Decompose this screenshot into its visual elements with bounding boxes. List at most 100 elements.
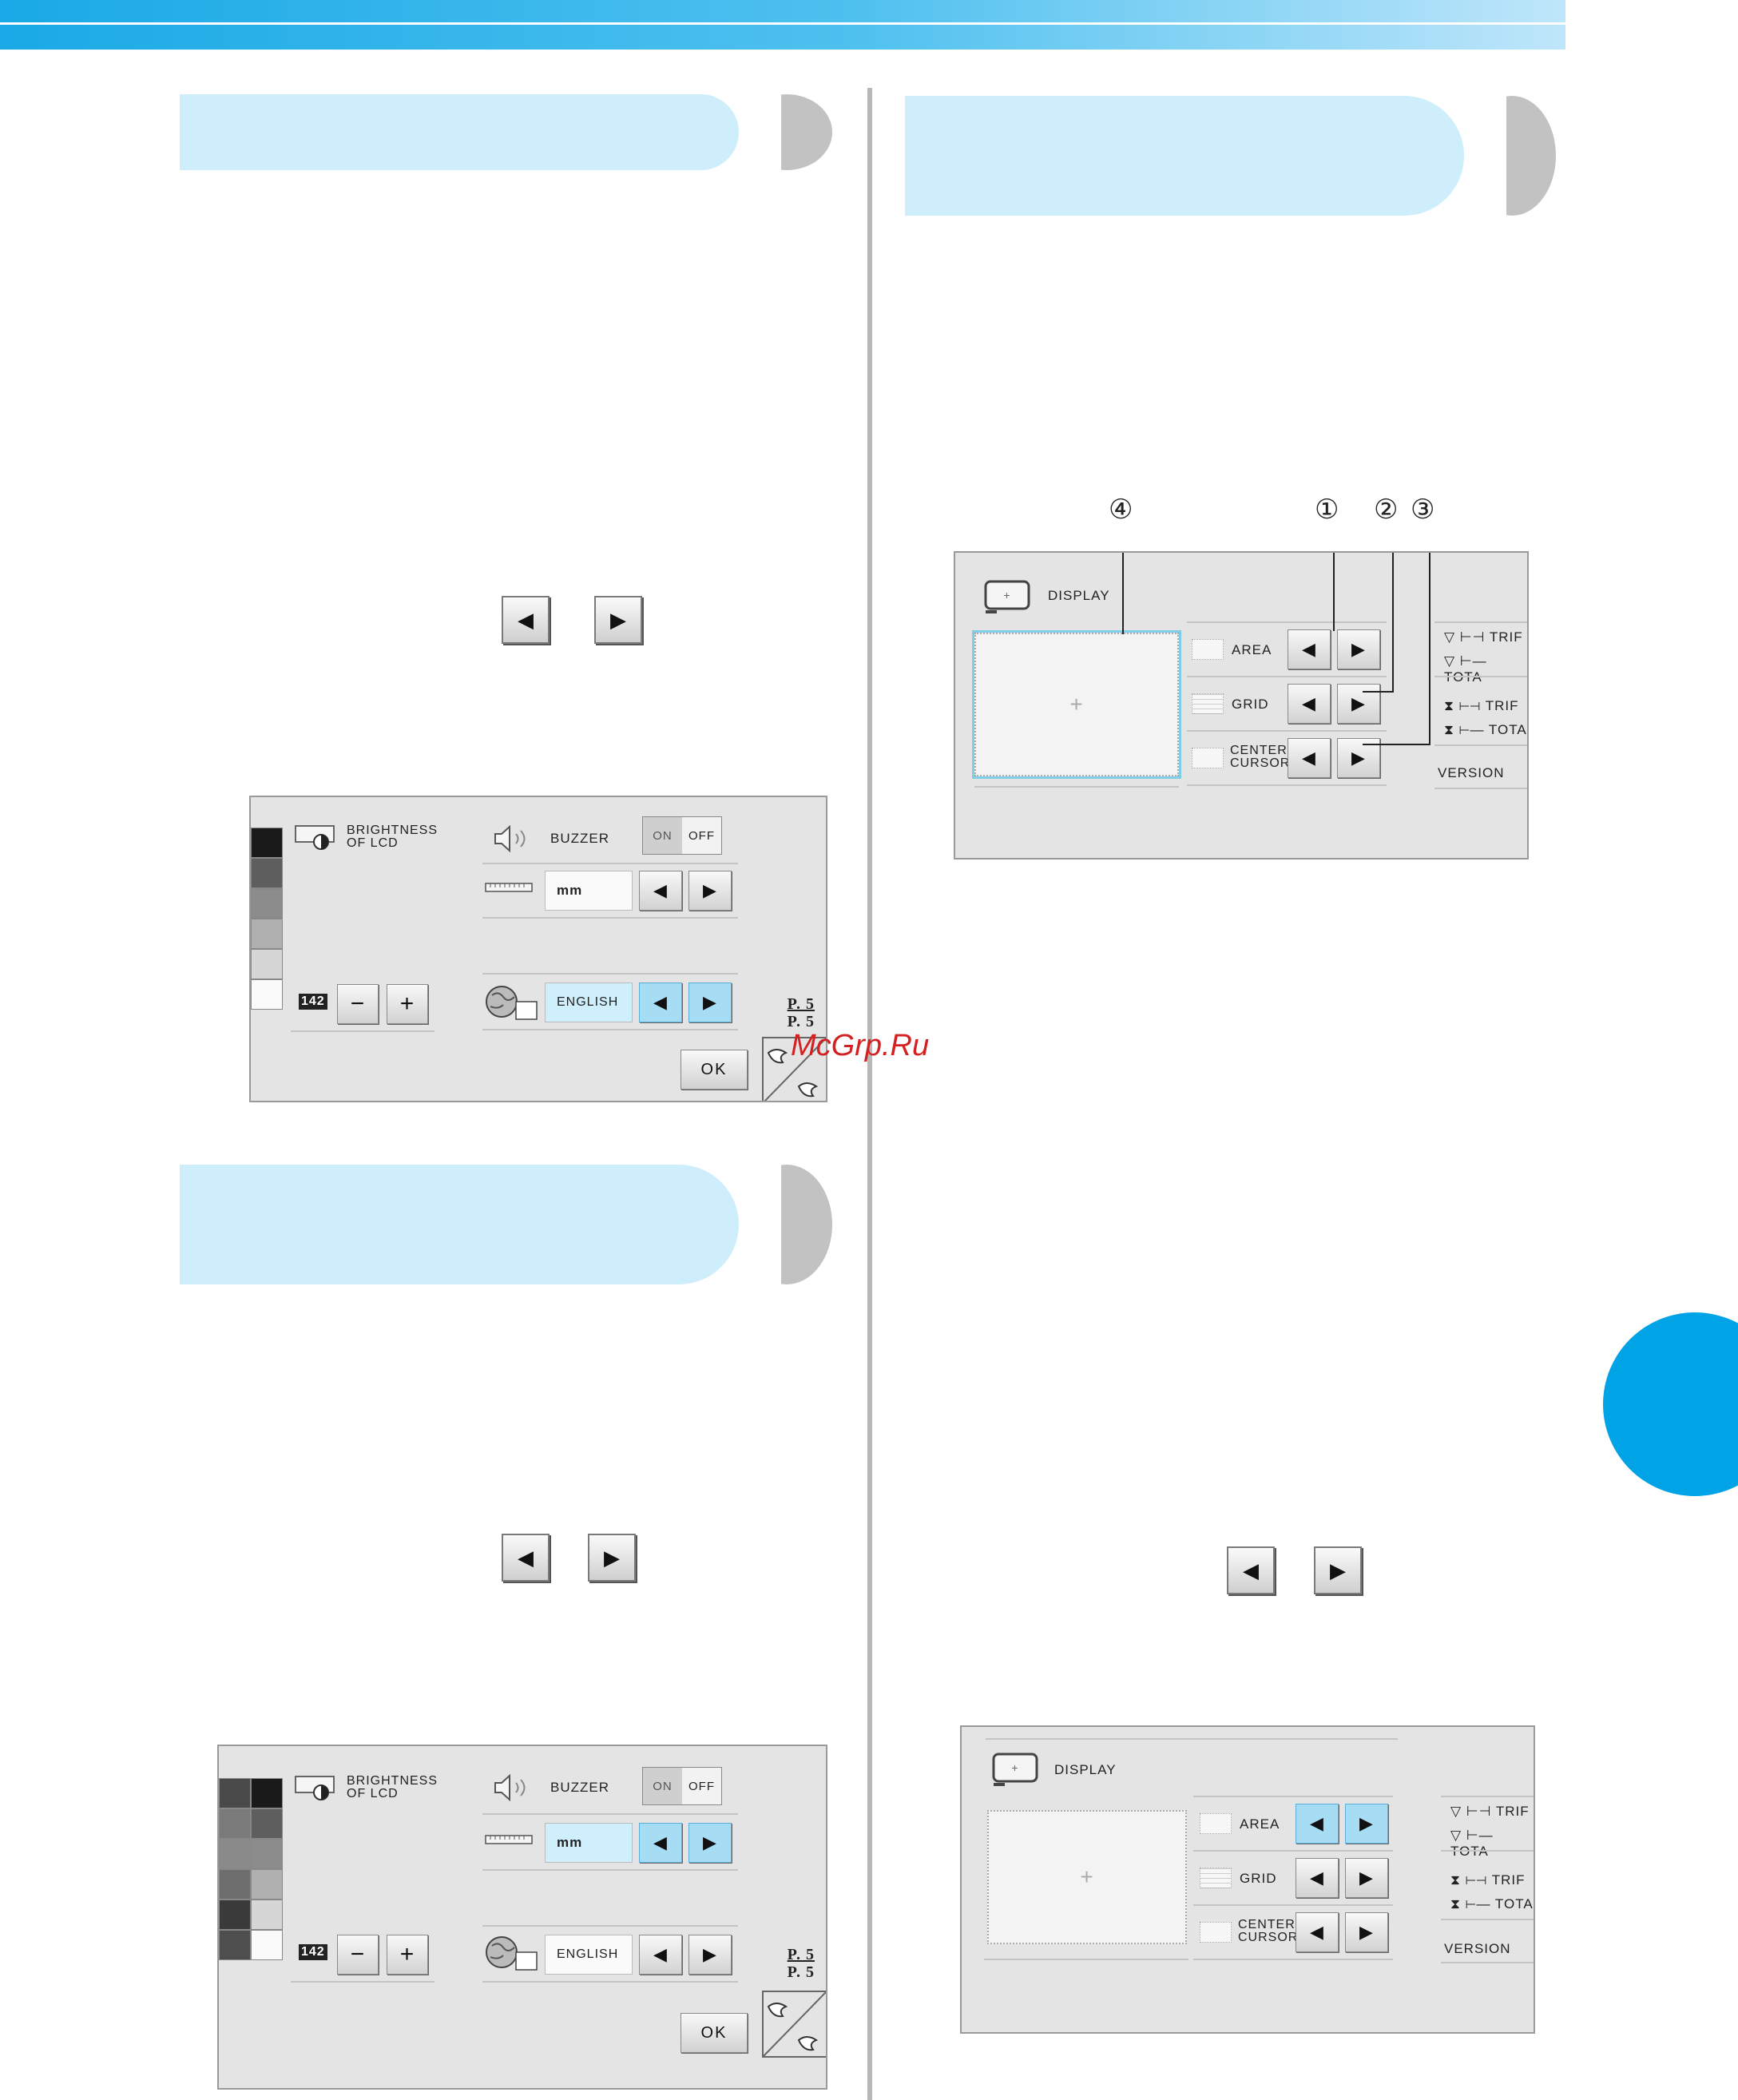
buzzer-toggle[interactable]: ON OFF	[642, 1767, 722, 1805]
brightness-swatch[interactable]	[219, 1778, 251, 1808]
unit-field: mm	[545, 1823, 633, 1863]
total-counter-1: ▽ ⊢— TOTA	[1450, 1828, 1534, 1860]
language-left-button[interactable]: ◀	[639, 1935, 682, 1975]
brightness-label-line1: BRIGHTNESS	[347, 1774, 438, 1788]
unit-right-button[interactable]: ▶	[688, 1823, 732, 1863]
brightness-swatch[interactable]	[251, 1778, 283, 1808]
cursor-left-button[interactable]: ◀	[1296, 1912, 1339, 1952]
brightness-swatch[interactable]	[219, 1900, 251, 1930]
left-arrow-button[interactable]: ◀	[502, 1534, 550, 1582]
language-right-button[interactable]: ▶	[688, 983, 732, 1022]
section-header-bar-3	[905, 96, 1464, 216]
unit-left-button[interactable]: ◀	[639, 1823, 682, 1863]
counter-value: 142	[299, 1944, 327, 1960]
settings-panel-2: BRIGHTNESS OF LCD 142 − + BUZZER ON OFF …	[217, 1745, 827, 2090]
brightness-plus-button[interactable]: +	[387, 1935, 428, 1975]
chapter-tab-circle	[1603, 1312, 1738, 1496]
page-current: P. 5	[787, 995, 815, 1013]
brightness-swatch[interactable]	[219, 1930, 251, 1960]
brightness-swatch[interactable]	[251, 828, 283, 858]
area-right-button[interactable]: ▶	[1337, 629, 1380, 669]
trip-label: TRIF	[1495, 1804, 1530, 1819]
brightness-swatch[interactable]	[251, 949, 283, 979]
page-turn-icon[interactable]	[762, 1037, 827, 1102]
buzzer-off[interactable]: OFF	[688, 1779, 715, 1793]
right-arrow-button[interactable]: ▶	[588, 1534, 636, 1582]
buzzer-on[interactable]: ON	[643, 817, 682, 854]
display-panel-1: + DISPLAY + AREA ◀ ▶ GRID ◀ ▶ CENTER CUR…	[954, 551, 1529, 859]
grid-label: GRID	[1232, 697, 1269, 712]
unit-left-button[interactable]: ◀	[639, 871, 682, 911]
total-counter-1: ▽ ⊢— TOTA	[1444, 653, 1527, 685]
display-panel-2: + DISPLAY + AREA ◀ ▶ GRID ◀ ▶ CENTER CUR…	[960, 1725, 1535, 2034]
display-preview-area: +	[987, 1810, 1187, 1944]
brightness-swatch[interactable]	[251, 979, 283, 1010]
center-label-line1: CENTER	[1238, 1918, 1296, 1931]
buzzer-label: BUZZER	[550, 1780, 609, 1795]
trip-label: TRIF	[1491, 1872, 1526, 1888]
trip-counter-1: ▽ ⊢⊣ TRIF	[1444, 629, 1523, 645]
brightness-swatch[interactable]	[219, 1808, 251, 1839]
page-total: P. 5	[787, 1963, 815, 1981]
language-right-button[interactable]: ▶	[688, 1935, 732, 1975]
cursor-right-button[interactable]: ▶	[1345, 1912, 1388, 1952]
brightness-label-line2: OF LCD	[347, 1787, 399, 1800]
area-left-button[interactable]: ◀	[1288, 629, 1331, 669]
left-arrow-button[interactable]: ◀	[502, 596, 550, 644]
column-divider	[867, 88, 872, 2100]
trip-counter-2: ⧗ ⊢⊣ TRIF	[1450, 1872, 1526, 1888]
language-left-button[interactable]: ◀	[639, 983, 682, 1022]
brightness-label-line1: BRIGHTNESS	[347, 824, 438, 837]
cursor-left-button[interactable]: ◀	[1288, 738, 1331, 778]
brightness-swatch[interactable]	[251, 888, 283, 919]
cursor-icon	[1192, 748, 1224, 768]
right-arrow-button[interactable]: ▶	[594, 596, 642, 644]
grid-right-button[interactable]: ▶	[1337, 684, 1380, 724]
brightness-swatch[interactable]	[251, 1930, 283, 1960]
area-right-button[interactable]: ▶	[1345, 1804, 1388, 1844]
display-frame-icon: +	[984, 580, 1030, 613]
area-left-button[interactable]: ◀	[1296, 1804, 1339, 1844]
grid-left-button[interactable]: ◀	[1296, 1858, 1339, 1898]
grid-left-button[interactable]: ◀	[1288, 684, 1331, 724]
cursor-right-button[interactable]: ▶	[1337, 738, 1380, 778]
globe-icon	[486, 986, 538, 1020]
total-counter-2: ⧗ ⊢— TOTA	[1450, 1896, 1534, 1911]
brightness-swatch[interactable]	[219, 1869, 251, 1900]
brightness-swatch[interactable]	[251, 1900, 283, 1930]
brightness-swatch[interactable]	[219, 1839, 251, 1869]
trip-counter-1: ▽ ⊢⊣ TRIF	[1450, 1804, 1530, 1819]
unit-right-button[interactable]: ▶	[688, 871, 732, 911]
grid-right-button[interactable]: ▶	[1345, 1858, 1388, 1898]
ok-button[interactable]: OK	[681, 2013, 748, 2053]
speaker-icon	[494, 824, 526, 853]
brightness-minus-button[interactable]: −	[337, 984, 379, 1024]
buzzer-off[interactable]: OFF	[688, 828, 715, 843]
svg-text:+: +	[1003, 589, 1010, 601]
ok-button[interactable]: OK	[681, 1050, 748, 1090]
grid-icon	[1200, 1868, 1232, 1888]
display-frame-icon: +	[992, 1753, 1038, 1786]
trip-label: TRIF	[1489, 629, 1523, 645]
callout-2: ②	[1374, 494, 1399, 526]
brightness-swatch[interactable]	[251, 1839, 283, 1869]
left-arrow-button[interactable]: ◀	[1227, 1546, 1275, 1594]
brightness-swatch[interactable]	[251, 1808, 283, 1839]
brightness-swatch[interactable]	[251, 1869, 283, 1900]
buzzer-toggle[interactable]: ON OFF	[642, 816, 722, 855]
ruler-icon	[485, 1835, 533, 1844]
language-field: ENGLISH	[545, 1935, 633, 1975]
section-header-bar-2	[180, 1165, 739, 1284]
brightness-swatch[interactable]	[251, 858, 283, 888]
counter-value: 142	[299, 994, 327, 1010]
ruler-icon	[485, 883, 533, 892]
brightness-icon	[295, 825, 335, 850]
page-turn-icon[interactable]	[762, 1991, 827, 2058]
brightness-swatch[interactable]	[251, 919, 283, 949]
callout-leaders	[1122, 553, 1430, 745]
brightness-plus-button[interactable]: +	[387, 984, 428, 1024]
page-indicator: P. 5 P. 5	[767, 1946, 815, 1981]
buzzer-on[interactable]: ON	[643, 1768, 682, 1804]
brightness-minus-button[interactable]: −	[337, 1935, 379, 1975]
right-arrow-button[interactable]: ▶	[1314, 1546, 1362, 1594]
